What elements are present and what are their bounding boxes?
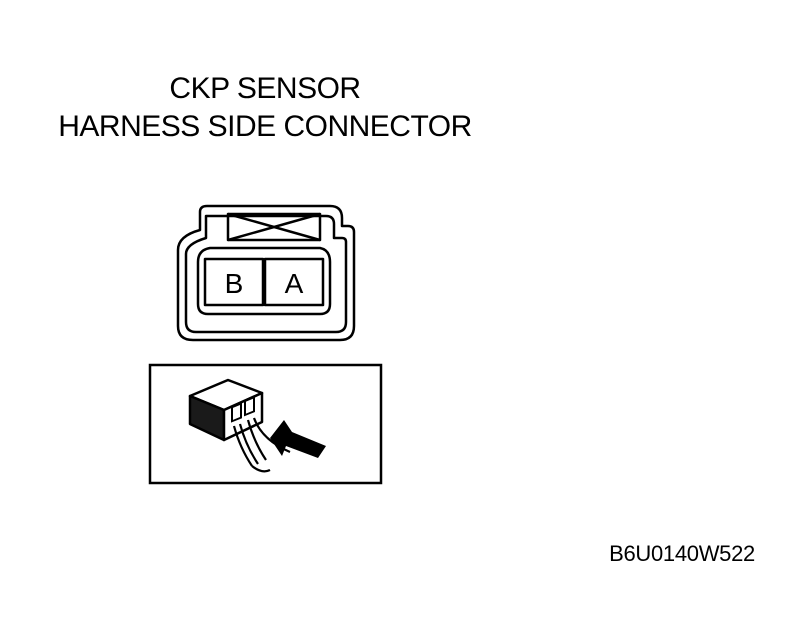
terminal-cavity	[196, 246, 332, 316]
connector-housing-inner	[184, 214, 348, 334]
inset-view	[148, 363, 383, 485]
inset-terminals	[231, 395, 255, 423]
diagram-title: CKP SENSOR HARNESS SIDE CONNECTOR	[0, 70, 530, 146]
inset-frame	[148, 363, 383, 485]
connector-face	[176, 204, 356, 342]
figure-code: B6U0140W522	[609, 541, 755, 566]
inset-connector-block	[188, 378, 264, 442]
connector-housing-outer	[176, 204, 356, 342]
lock-tab	[226, 212, 322, 242]
inset-arrow-icon	[270, 420, 326, 458]
terminal-a-label: A	[285, 268, 304, 299]
title-line-1: CKP SENSOR	[169, 72, 361, 105]
terminal-a-box	[263, 257, 325, 307]
title-line-2: HARNESS SIDE CONNECTOR	[58, 110, 472, 143]
terminal-b-box	[203, 257, 265, 307]
terminal-b-label: B	[225, 268, 244, 299]
inset-wires	[232, 417, 291, 473]
